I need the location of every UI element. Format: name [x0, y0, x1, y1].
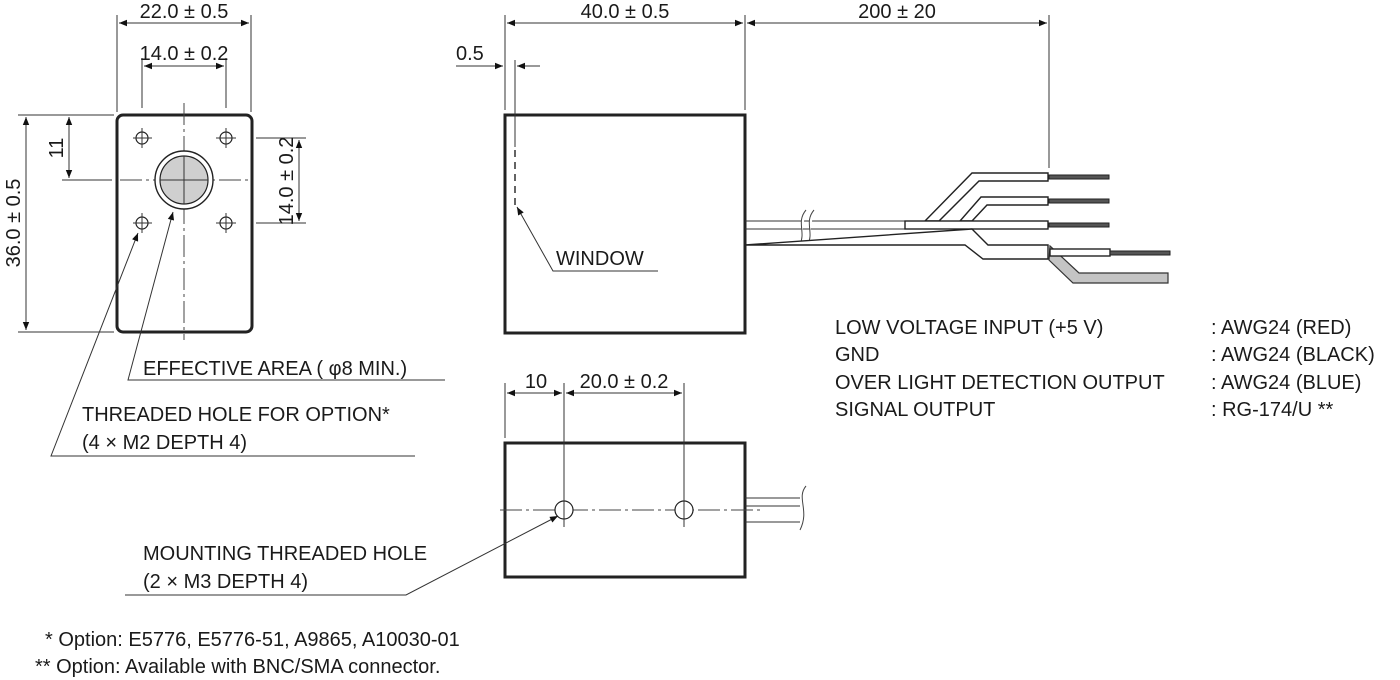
cable-break-symbol-bottom: [799, 485, 807, 531]
callout-effective-area: EFFECTIVE AREA ( φ8 MIN.): [143, 358, 407, 380]
cable-bundle: [744, 172, 1171, 284]
side-view: 40.0 ± 0.5 200 ± 20 0.5 WINDOW: [456, 1, 1171, 335]
callout-window: WINDOW: [556, 248, 644, 270]
coax-center-conductor: [1109, 250, 1171, 256]
mounting-hole-right: [674, 495, 694, 527]
dim-window-offset-label: 0.5: [456, 43, 484, 65]
dim-offset-label: 11: [46, 138, 68, 159]
wire-row-signal: SIGNAL OUTPUT: [835, 399, 995, 421]
dim-first-hole-label: 10: [525, 371, 547, 393]
wire-row-signal: LOW VOLTAGE INPUT (+5 V): [835, 317, 1103, 339]
leader-threaded-hole: [50, 232, 415, 457]
wire-row-spec: : AWG24 (RED): [1211, 317, 1351, 339]
wire-row-signal: GND: [835, 344, 879, 366]
footnote: ** Option: Available with BNC/SMA connec…: [35, 656, 440, 678]
wire-row-signal: OVER LIGHT DETECTION OUTPUT: [835, 372, 1165, 394]
threaded-hole-top-left: [133, 128, 152, 148]
dim-cable-label: 200 ± 20: [858, 1, 936, 23]
front-view: 22.0 ± 0.5 14.0 ± 0.2 36.0 ± 0.5 11 14.0…: [3, 1, 445, 457]
wire-row-spec: : RG-174/U **: [1211, 399, 1333, 421]
wire-core-red: [1048, 174, 1110, 180]
callout-mounting-line2: (2 × M3 DEPTH 4): [143, 571, 308, 593]
wire-core-black: [1048, 198, 1110, 204]
dim-hole-pitch-label: 20.0 ± 0.2: [580, 371, 669, 393]
callout-threaded-hole-line1: THREADED HOLE FOR OPTION*: [82, 404, 390, 426]
wire-table: LOW VOLTAGE INPUT (+5 V) : AWG24 (RED) G…: [835, 317, 1375, 421]
dim-hole-pitch-v-label: 14.0 ± 0.2: [276, 137, 298, 226]
wire-row-spec: : AWG24 (BLUE): [1211, 372, 1361, 394]
leader-effective-area: [127, 211, 445, 381]
threaded-hole-bottom-left: [133, 213, 152, 233]
coax-shield: [1048, 244, 1169, 284]
mounting-hole-left: [554, 495, 574, 527]
footnotes: * Option: E5776, E5776-51, A9865, A10030…: [35, 629, 460, 678]
leader-window: [516, 206, 658, 272]
threaded-hole-bottom-right: [216, 213, 236, 233]
dim-length-label: 40.0 ± 0.5: [581, 1, 670, 23]
bottom-view: 10 20.0 ± 0.2 MOUNTING THREADED HOLE (2 …: [125, 371, 807, 596]
dim-height-label: 36.0 ± 0.5: [3, 179, 25, 268]
wire-row-spec: : AWG24 (BLACK): [1211, 344, 1375, 366]
callout-mounting-line1: MOUNTING THREADED HOLE: [143, 543, 427, 565]
cable-break-symbol: [799, 209, 815, 245]
wire-core-blue: [1048, 222, 1110, 228]
footnote: * Option: E5776, E5776-51, A9865, A10030…: [45, 629, 460, 651]
dim-hole-pitch-h-label: 14.0 ± 0.2: [140, 43, 229, 65]
callout-threaded-hole-line2: (4 × M2 DEPTH 4): [82, 432, 247, 454]
threaded-hole-top-right: [216, 128, 236, 148]
dim-width-label: 22.0 ± 0.5: [140, 1, 229, 23]
leader-mounting-hole: [125, 515, 559, 596]
side-body-outline: [503, 113, 747, 335]
